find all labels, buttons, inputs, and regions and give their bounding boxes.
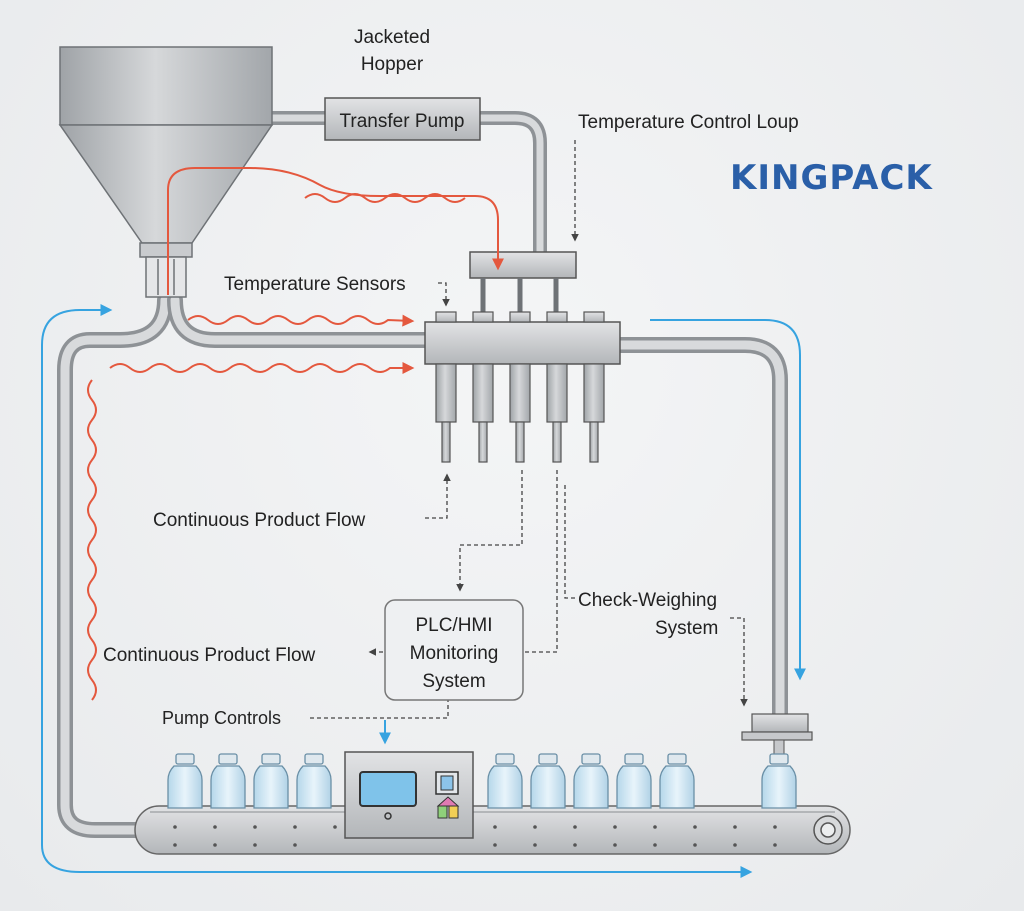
product-pipes <box>57 111 788 838</box>
transfer-pump: Transfer Pump <box>324 97 481 141</box>
checkweigh-label-1: Check-Weighing <box>578 590 717 611</box>
conveyor-rivets <box>173 825 777 847</box>
jacketed-hopper <box>58 46 274 298</box>
bottle <box>761 753 797 809</box>
callout-connectors <box>310 140 748 719</box>
bottle <box>659 753 695 809</box>
bottle <box>167 753 203 809</box>
plc-label-1: PLC/HMI <box>415 615 492 636</box>
temp-sensors-label: Temperature Sensors <box>224 274 406 295</box>
outlet-flow-arrow <box>650 319 806 681</box>
bottle <box>616 753 652 809</box>
pump-controls-label: Pump Controls <box>162 708 281 728</box>
filling-manifold <box>424 311 621 463</box>
checkweigh-label-2: System <box>655 618 718 639</box>
flow-arrows <box>41 304 806 878</box>
bottle <box>530 753 566 809</box>
control-cabinet <box>344 751 474 839</box>
plc-label-3: System <box>422 671 485 692</box>
bottle <box>573 753 609 809</box>
bottle <box>296 753 332 809</box>
hmi-screen <box>359 771 417 807</box>
bottle <box>210 753 246 809</box>
transfer-pump-label: Transfer Pump <box>340 111 465 132</box>
bottle <box>487 753 523 809</box>
indicator-icon <box>436 796 460 819</box>
flow-label-top: Continuous Product Flow <box>153 510 366 531</box>
bottles <box>167 753 797 809</box>
outlet-pipe <box>610 337 788 723</box>
hopper-label-2: Hopper <box>361 54 424 75</box>
flow-label-left: Continuous Product Flow <box>103 645 316 666</box>
check-weigh-head <box>741 713 813 755</box>
plc-label-2: Monitoring <box>410 643 499 664</box>
hopper-label-1: Jacketed <box>354 27 430 48</box>
heating-lines <box>87 167 504 701</box>
bottle <box>253 753 289 809</box>
return-flow-arrow <box>41 304 113 845</box>
return-pipe <box>57 292 173 838</box>
distribution-block <box>469 251 577 312</box>
conveyor <box>134 805 851 855</box>
labels: Jacketed Hopper Temperature Control Loup… <box>103 27 799 728</box>
temp-loop-label: Temperature Control Loup <box>578 112 799 133</box>
bottom-flow-arrow <box>41 844 753 878</box>
plc-hmi-box: PLC/HMI Monitoring System <box>384 599 524 701</box>
brand-logo: KINGPACK <box>730 158 933 198</box>
